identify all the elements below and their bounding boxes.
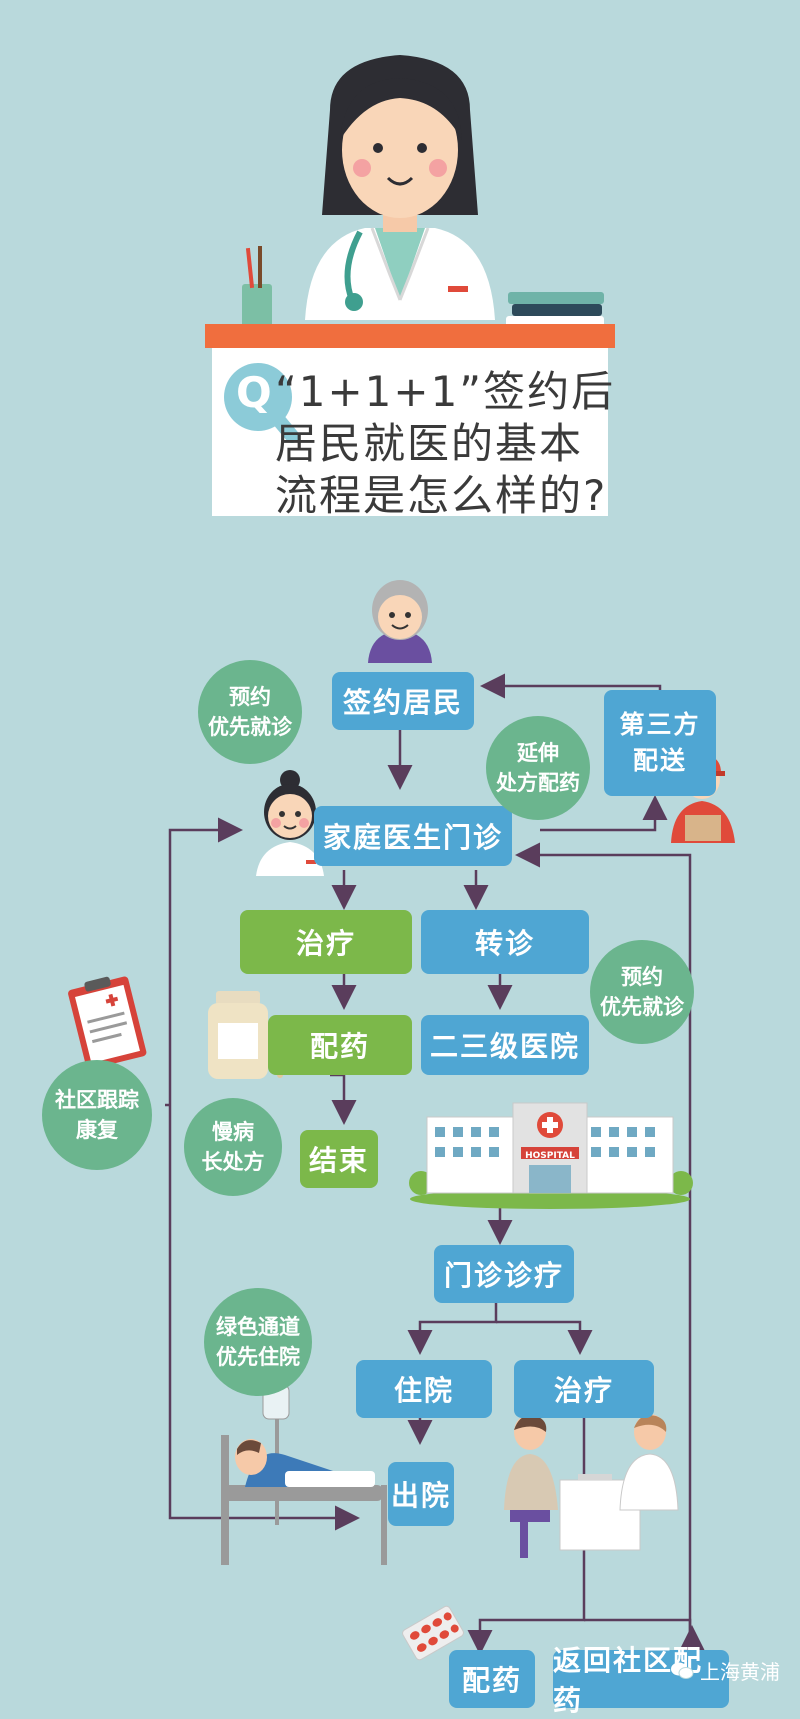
badge-green-channel-line1: 绿色通道 bbox=[216, 1315, 300, 1339]
patient-bed-icon bbox=[221, 1375, 387, 1565]
node-outpatient-treatment: 门诊诊疗 bbox=[434, 1245, 574, 1303]
node-discharge: 出院 bbox=[388, 1462, 454, 1526]
badge-appointment-2-line2: 优先就诊 bbox=[600, 995, 684, 1019]
node-dispense-2: 配药 bbox=[449, 1650, 535, 1708]
badge-chronic-long-prescription: 慢病 长处方 bbox=[184, 1098, 282, 1196]
node-sign-resident: 签约居民 bbox=[332, 672, 474, 730]
badge-appointment-1-line1: 预约 bbox=[229, 685, 271, 709]
node-treatment-1: 治疗 bbox=[240, 910, 412, 974]
badge-appointment-1-line2: 优先就诊 bbox=[208, 715, 292, 739]
badge-extended-line1: 延伸 bbox=[517, 741, 559, 765]
node-treatment-2: 治疗 bbox=[514, 1360, 654, 1418]
consultation-icon bbox=[504, 1414, 679, 1558]
node-hospitalization: 住院 bbox=[356, 1360, 492, 1418]
doctor-illustration bbox=[205, 55, 615, 516]
q-mark: Q bbox=[236, 368, 272, 417]
clipboard-icon bbox=[68, 976, 147, 1070]
badge-chronic-line1: 慢病 bbox=[212, 1120, 254, 1144]
node-end: 结束 bbox=[300, 1130, 378, 1188]
badge-chronic-line2: 长处方 bbox=[201, 1150, 265, 1174]
resident-avatar bbox=[368, 580, 432, 663]
node-secondary-hospital: 二三级医院 bbox=[421, 1015, 589, 1075]
badge-appointment-priority-2: 预约 优先就诊 bbox=[590, 940, 694, 1044]
page-title-line2: 居民就医的基本 bbox=[275, 419, 584, 468]
hospital-building-icon bbox=[409, 1102, 693, 1209]
badge-green-channel-line2: 优先住院 bbox=[216, 1345, 300, 1369]
badge-green-channel: 绿色通道 优先住院 bbox=[204, 1288, 312, 1396]
chat-bubble-icon bbox=[671, 1662, 694, 1679]
badge-extended-line2: 处方配药 bbox=[496, 771, 580, 795]
watermark-text: 上海黄浦 bbox=[700, 1660, 780, 1684]
page-title-line3: 流程是怎么样的? bbox=[275, 471, 608, 520]
node-third-party-delivery: 第三方 配送 bbox=[604, 690, 716, 796]
watermark: 上海黄浦 bbox=[670, 1656, 780, 1685]
hospital-sign: HOSPITAL bbox=[525, 1151, 575, 1161]
family-doctor-avatar bbox=[256, 770, 324, 876]
badge-community-line1: 社区跟踪 bbox=[55, 1088, 139, 1112]
badge-extended-prescription: 延伸 处方配药 bbox=[486, 716, 590, 820]
page-title-line1: “1+1+1”签约后 bbox=[275, 367, 616, 416]
badge-appointment-2-line1: 预约 bbox=[621, 965, 663, 989]
node-referral: 转诊 bbox=[421, 910, 589, 974]
badge-community-line2: 康复 bbox=[76, 1118, 118, 1142]
pill-blister-icon bbox=[402, 1605, 464, 1661]
badge-community-follow-up: 社区跟踪 康复 bbox=[42, 1060, 152, 1170]
node-dispense-1: 配药 bbox=[268, 1015, 412, 1075]
node-family-doctor-clinic: 家庭医生门诊 bbox=[314, 806, 512, 866]
badge-appointment-priority-1: 预约 优先就诊 bbox=[198, 660, 302, 764]
medicine-bottle-icon bbox=[208, 991, 283, 1079]
